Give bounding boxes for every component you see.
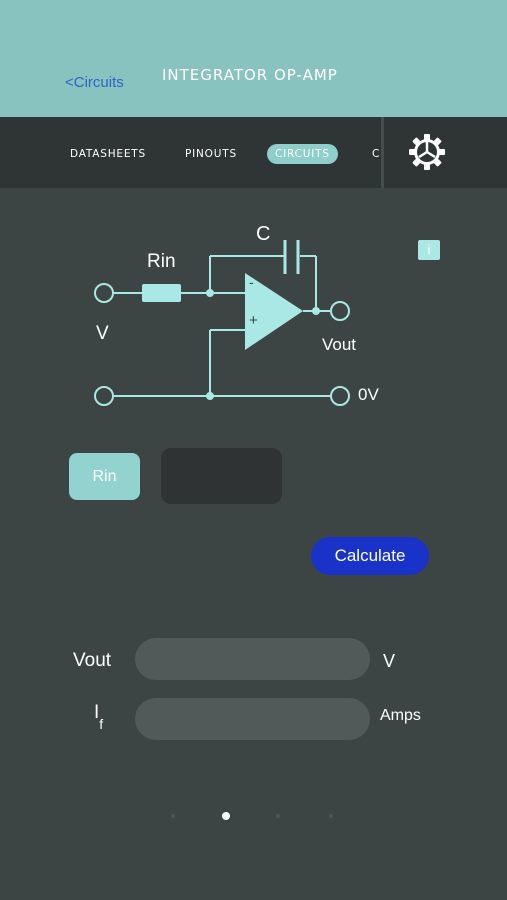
page-indicator-dot[interactable]	[329, 814, 333, 818]
op-amp-symbol	[245, 273, 303, 350]
vout-result-label: Vout	[73, 650, 112, 671]
vout-unit: V	[383, 651, 396, 671]
page-indicator-dot[interactable]	[276, 814, 280, 818]
input-voltage-label: V	[96, 323, 109, 344]
tab-pinouts[interactable]: PINOUTS	[185, 148, 237, 160]
tab-partial[interactable]: C	[372, 148, 380, 160]
resistor-symbol	[142, 284, 181, 302]
page-title: INTEGRATOR OP-AMP	[162, 66, 338, 84]
page-indicator-dot-active[interactable]	[222, 812, 230, 820]
if-result-field	[135, 698, 370, 740]
inverting-input-sign: -	[249, 274, 254, 290]
resistor-label: Rin	[147, 251, 176, 272]
info-button[interactable]: i	[418, 240, 440, 260]
if-label-main: I	[94, 702, 100, 723]
tab-datasheets[interactable]: DATASHEETS	[70, 148, 146, 160]
capacitor-label: C	[256, 223, 271, 245]
vout-result-field	[135, 638, 370, 680]
if-unit: Amps	[380, 707, 421, 724]
tab-circuits[interactable]: CIRCUITS	[267, 144, 338, 164]
rin-input-label-button[interactable]: Rin	[69, 453, 140, 500]
calculate-button[interactable]: Calculate	[311, 537, 429, 575]
back-to-circuits-link[interactable]: <Circuits	[65, 74, 124, 91]
if-label-subscript: f	[99, 715, 104, 732]
app-header: <Circuits INTEGRATOR OP-AMP	[0, 0, 507, 117]
output-voltage-label: Vout	[322, 335, 357, 354]
page-indicator-dot[interactable]	[171, 814, 175, 818]
non-inverting-input-sign: +	[249, 312, 258, 329]
gear-icon[interactable]	[407, 132, 447, 172]
tab-divider	[381, 117, 384, 188]
ground-label: 0V	[358, 385, 379, 404]
rin-input[interactable]	[161, 448, 282, 504]
if-result-label: If	[94, 702, 103, 732]
